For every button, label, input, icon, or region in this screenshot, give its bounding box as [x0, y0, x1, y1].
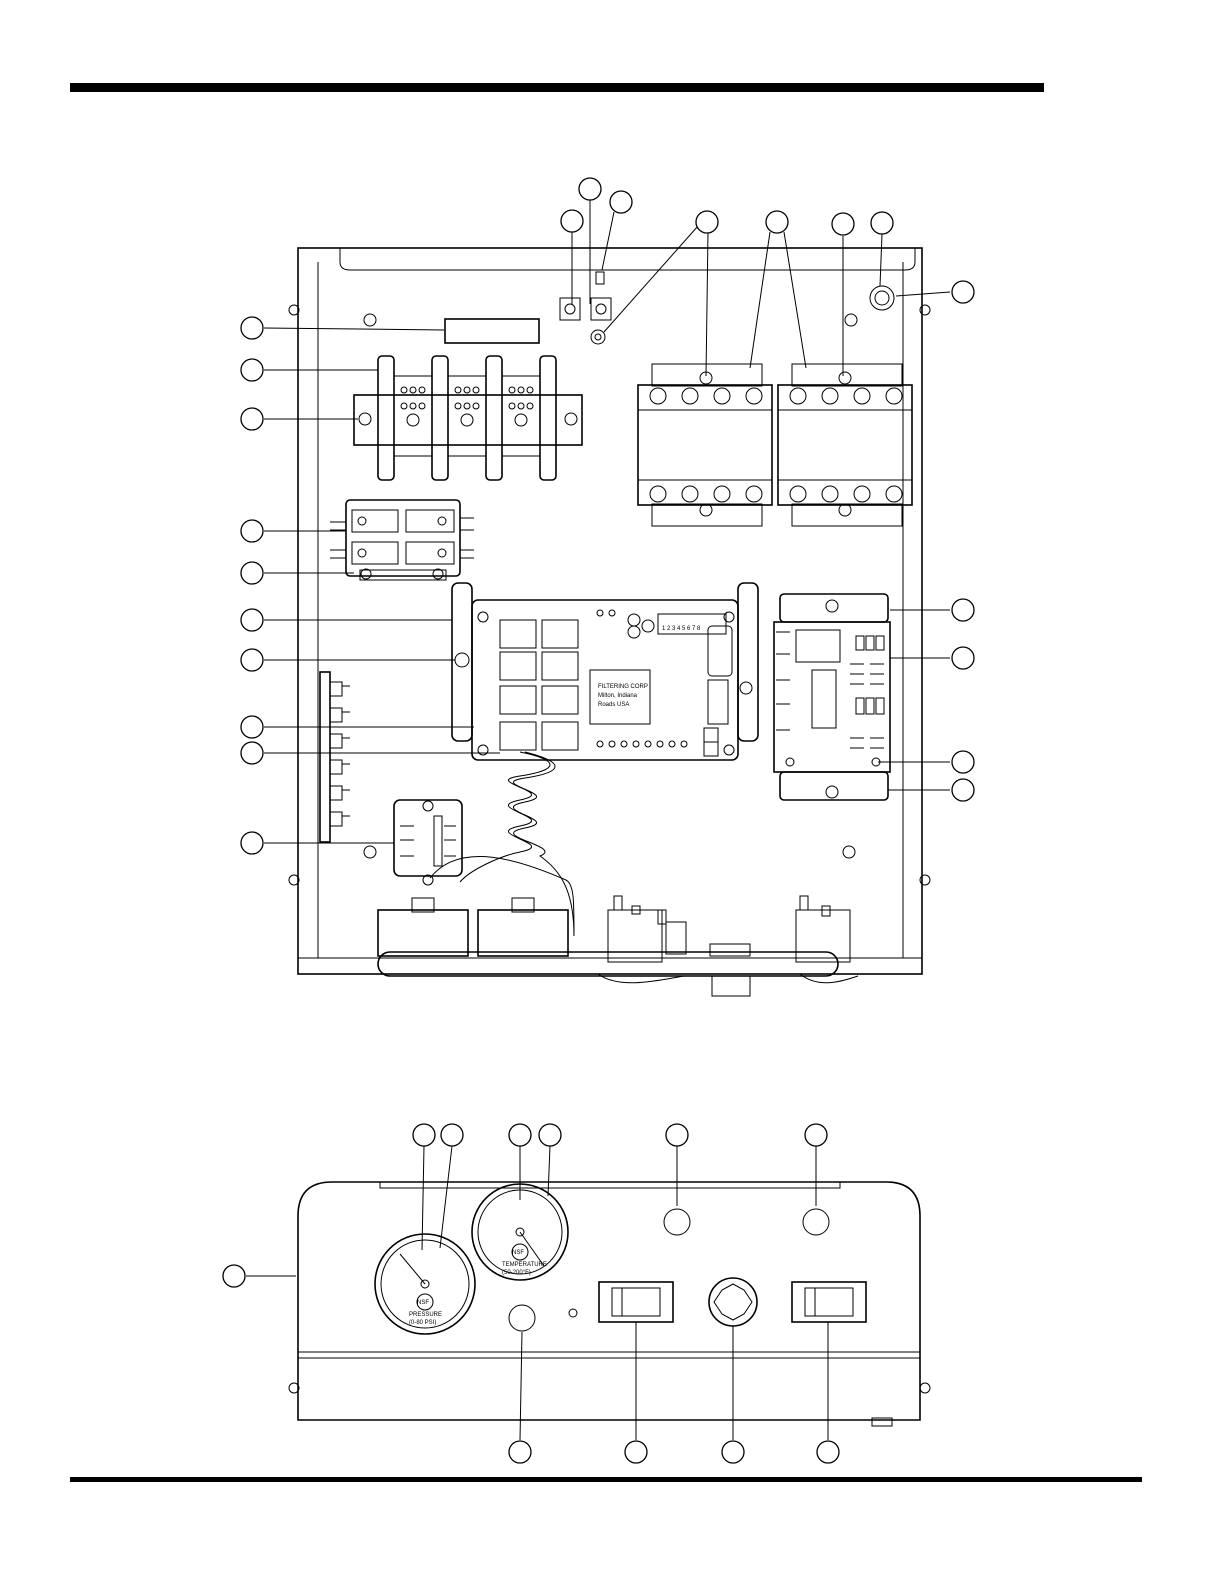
callout-circle	[539, 1124, 561, 1146]
relay	[330, 500, 474, 580]
callout-circle	[241, 359, 263, 381]
callout-circle	[722, 1441, 744, 1463]
panel-light-right	[803, 1209, 829, 1235]
board-label-line1: FILTERING CORP	[598, 684, 648, 690]
panel-light-center	[664, 1209, 690, 1235]
callout-circle	[241, 408, 263, 430]
upper-leader-lines	[264, 200, 950, 843]
panel-hole-small	[569, 1309, 577, 1317]
terminal-block	[354, 356, 582, 480]
bottom-fittings	[378, 896, 858, 996]
callout-circle	[871, 212, 893, 234]
callout-circle	[952, 599, 974, 621]
callout-circle	[696, 211, 718, 233]
contactor-right	[778, 364, 912, 526]
callout-circle	[832, 213, 854, 235]
timer-module	[394, 800, 462, 885]
callout-circle	[241, 742, 263, 764]
dip-switch-numbers: 1 2 3 4 5 6 7 8	[662, 626, 701, 632]
callout-circle	[610, 191, 632, 213]
callout-circle	[241, 716, 263, 738]
callout-circle	[241, 520, 263, 542]
callout-circle	[441, 1124, 463, 1146]
callout-circle	[509, 1124, 531, 1146]
pressure-gauge-label: PRESSURE	[409, 1312, 442, 1318]
callout-circle	[241, 317, 263, 339]
thermostat-knob	[709, 1278, 757, 1326]
board-label-line2: Milton, Indiana	[598, 693, 638, 699]
pressure-gauge-brand: NSF	[417, 1300, 429, 1306]
pressure-gauge-range: (0-80 PSI)	[409, 1320, 436, 1326]
panel-light-left	[509, 1305, 535, 1331]
contactor-left	[638, 364, 772, 526]
temperature-gauge-brand: NSF	[512, 1250, 524, 1256]
callout-circle	[223, 1265, 245, 1287]
callout-circle	[241, 832, 263, 854]
temperature-gauge-range: (50-200°F)	[502, 1270, 531, 1276]
callout-circle	[666, 1124, 688, 1146]
lower-leader-lines	[246, 1146, 828, 1440]
top-rule	[70, 83, 1044, 92]
callout-circle	[509, 1441, 531, 1463]
terminal-strip	[320, 672, 350, 842]
coiled-wire	[460, 752, 574, 936]
control-board: FILTERING CORP Milton, Indiana Roads USA…	[452, 583, 758, 760]
transformer-board	[774, 594, 890, 800]
callout-circle	[625, 1441, 647, 1463]
pressure-gauge: NSF PRESSURE (0-80 PSI)	[375, 1234, 475, 1334]
rocker-switch-left	[599, 1282, 673, 1322]
callout-circle	[241, 609, 263, 631]
callout-circle	[241, 562, 263, 584]
front-panel: NSF PRESSURE (0-80 PSI) NSF TEMPERATURE …	[223, 1124, 930, 1463]
callout-circle	[952, 281, 974, 303]
callout-circle	[952, 751, 974, 773]
callout-circle	[241, 649, 263, 671]
label-plate	[445, 319, 539, 343]
callout-circle	[579, 178, 601, 200]
control-box-interior: FILTERING CORP Milton, Indiana Roads USA…	[241, 178, 974, 996]
rocker-switch-right	[792, 1282, 866, 1322]
callout-circle	[561, 210, 583, 232]
temperature-gauge-label: TEMPERATURE	[502, 1262, 547, 1268]
callout-circle	[817, 1441, 839, 1463]
callout-circle	[952, 779, 974, 801]
callout-circle	[805, 1124, 827, 1146]
callout-circle	[766, 211, 788, 233]
callout-circle	[413, 1124, 435, 1146]
callout-circle	[952, 647, 974, 669]
bottom-rule	[70, 1477, 1142, 1482]
board-label-line3: Roads USA	[598, 702, 629, 708]
